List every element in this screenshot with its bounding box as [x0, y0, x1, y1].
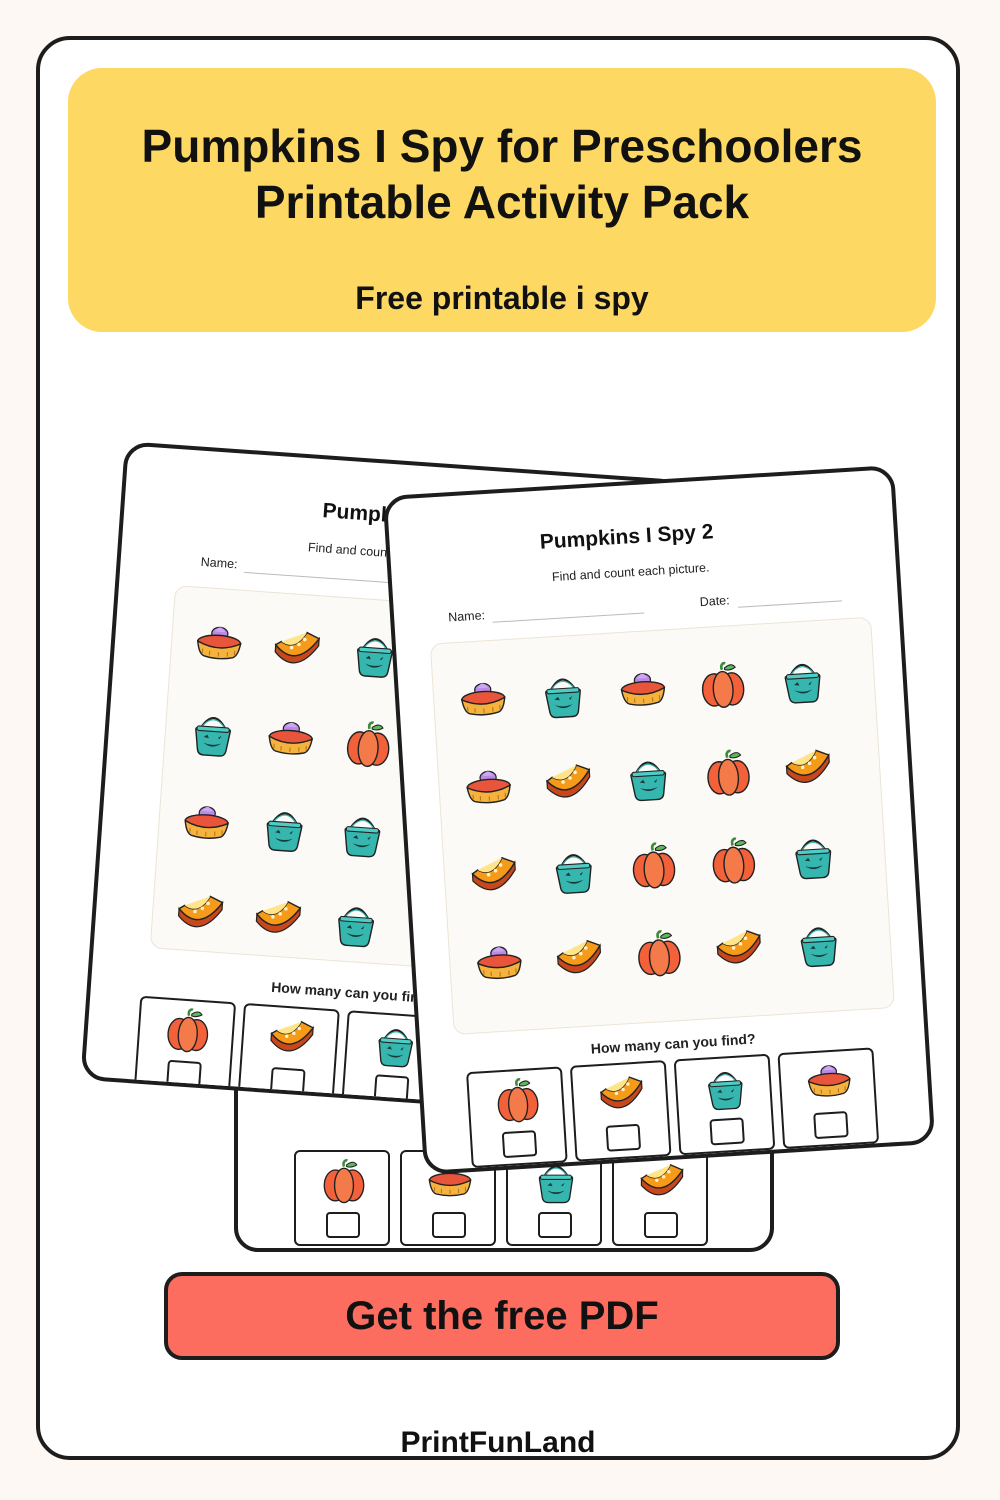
pumpkin-pie-icon — [262, 713, 319, 767]
answer-box[interactable] — [644, 1212, 678, 1238]
worksheet-front-title: Pumpkins I Spy 2 — [539, 520, 715, 554]
count-box — [569, 1060, 672, 1162]
jack-o-lantern-bucket-icon — [774, 654, 831, 707]
pumpkin-slice-icon — [711, 923, 768, 976]
pumpkin-slice-icon — [592, 1069, 651, 1120]
answer-box[interactable] — [432, 1212, 466, 1238]
pumpkin-pie-icon — [455, 674, 512, 727]
answer-box[interactable] — [709, 1117, 745, 1146]
count-box — [341, 1010, 444, 1113]
count-box — [777, 1047, 880, 1150]
pumpkin-pie-icon — [460, 762, 517, 815]
pumpkin-icon — [705, 835, 762, 888]
pumpkin-icon — [158, 1005, 217, 1057]
pumpkin-icon — [625, 840, 682, 893]
worksheet-front: Pumpkins I Spy 2 Find and count each pic… — [382, 465, 936, 1175]
count-box — [294, 1150, 390, 1246]
pumpkin-slice-icon — [780, 742, 837, 795]
pumpkin-slice-icon — [262, 1012, 321, 1064]
page-title: Pumpkins I Spy for Preschoolers Printabl… — [68, 68, 936, 230]
pumpkin-slice-icon — [268, 623, 325, 677]
worksheet-front-question: How many can you find? — [590, 1030, 756, 1057]
date-line — [738, 600, 842, 608]
answer-box[interactable] — [501, 1130, 538, 1159]
pumpkin-pie-icon — [800, 1056, 859, 1107]
subtitle: Free printable i spy — [355, 280, 649, 316]
count-box — [506, 1150, 602, 1246]
jack-o-lantern-bucket-icon — [327, 898, 384, 952]
pumpkin-slice-icon — [172, 887, 229, 941]
count-box — [466, 1066, 568, 1169]
count-box — [133, 995, 237, 1099]
jack-o-lantern-bucket-icon — [696, 1063, 755, 1114]
pumpkin-slice-icon — [466, 850, 523, 903]
pumpkin-slice-icon — [540, 757, 597, 810]
pumpkin-pie-icon — [471, 937, 528, 990]
answer-box[interactable] — [269, 1067, 306, 1096]
title-line-1: Pumpkins I Spy for Preschoolers — [141, 120, 863, 172]
pumpkin-pie-icon — [615, 664, 672, 717]
name-line — [244, 571, 394, 584]
answer-box[interactable] — [538, 1212, 572, 1238]
answer-box[interactable] — [373, 1074, 410, 1103]
answer-box[interactable] — [326, 1212, 360, 1238]
pumpkin-icon — [631, 928, 688, 981]
brand-name: PrintFunLand — [400, 1426, 596, 1459]
worksheet-left-grid — [149, 585, 636, 981]
pumpkin-slice-icon — [249, 892, 306, 946]
get-free-pdf-button[interactable]: Get the free PDF — [164, 1272, 840, 1360]
pin-card: Pumpkins I Spy for Preschoolers Printabl… — [36, 36, 960, 1460]
pumpkin-icon — [700, 747, 757, 800]
worksheet-front-name-label: Name: — [447, 608, 486, 625]
pumpkin-pie-icon — [190, 617, 247, 671]
answer-box[interactable] — [605, 1123, 642, 1152]
worksheet-front-instructions: Find and count each picture. — [551, 560, 710, 585]
pumpkin-icon — [340, 718, 397, 772]
count-box — [673, 1053, 776, 1156]
name-line — [492, 612, 645, 623]
jack-o-lantern-bucket-icon — [785, 830, 842, 883]
pumpkin-icon — [488, 1075, 547, 1126]
jack-o-lantern-bucket-icon — [790, 918, 847, 971]
worksheet-front-date-label: Date: — [699, 593, 731, 610]
worksheet-left-name-label: Name: — [200, 554, 239, 572]
pumpkin-icon — [316, 1158, 372, 1206]
answer-box[interactable] — [813, 1111, 849, 1140]
count-box — [612, 1150, 708, 1246]
header-banner: Pumpkins I Spy for Preschoolers Printabl… — [68, 68, 936, 332]
title-line-2: Printable Activity Pack — [254, 176, 750, 228]
pumpkin-slice-icon — [551, 933, 608, 986]
pumpkin-icon — [694, 659, 751, 712]
pumpkin-pie-icon — [178, 797, 235, 851]
jack-o-lantern-bucket-icon — [184, 707, 241, 761]
answer-box[interactable] — [166, 1059, 202, 1089]
count-box — [237, 1002, 340, 1106]
jack-o-lantern-bucket-icon — [366, 1020, 425, 1072]
jack-o-lantern-bucket-icon — [620, 752, 677, 805]
jack-o-lantern-bucket-icon — [256, 802, 313, 856]
jack-o-lantern-bucket-icon — [545, 845, 602, 898]
pumpkin-slice-icon — [634, 1158, 690, 1206]
worksheet-front-grid — [429, 616, 895, 1035]
worksheet-left: Pumpkins I Spy Find and count each pictu… — [80, 441, 684, 1119]
jack-o-lantern-bucket-icon — [535, 669, 592, 722]
jack-o-lantern-bucket-icon — [333, 808, 390, 862]
